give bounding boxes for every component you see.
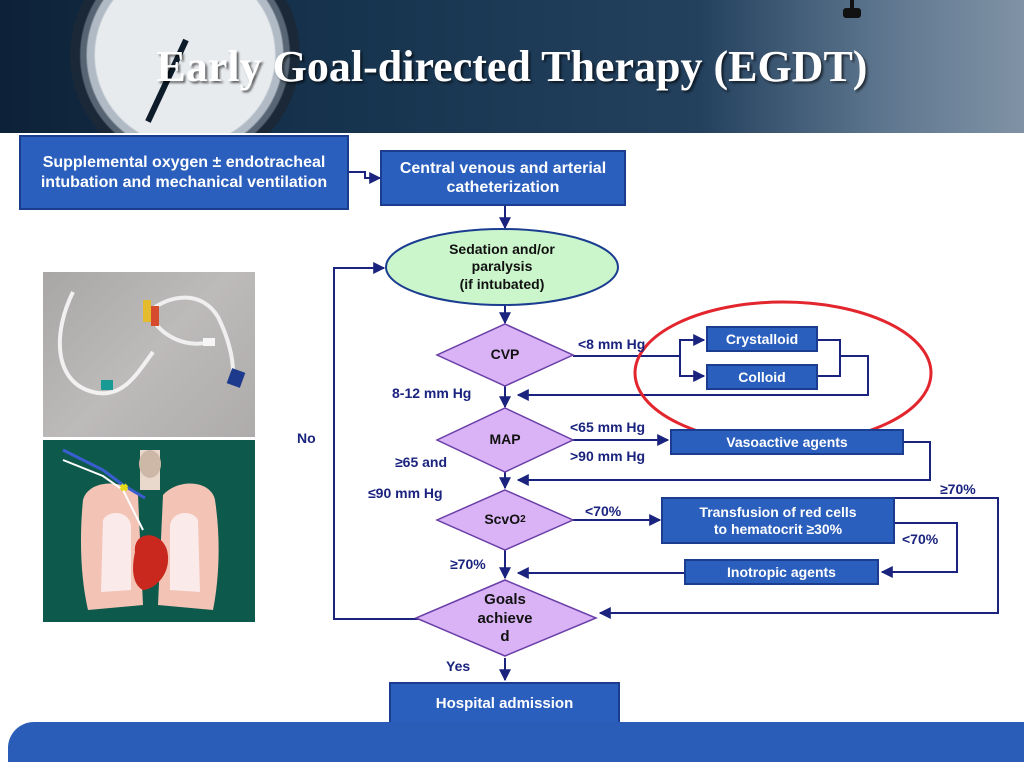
chest-illustration — [43, 440, 255, 622]
cvp-label: CVP — [490, 346, 520, 363]
goals-text: Goals achieve d — [455, 588, 555, 650]
supplemental-oxygen-text: Supplemental oxygen ± endotracheal intub… — [40, 154, 328, 191]
catheterization-text: Central venous and arterial catheterizat… — [399, 159, 607, 196]
arrow-no-loop — [333, 262, 420, 620]
iv-tube-image — [850, 0, 854, 12]
inotropic-agents-text: Inotropic agents — [727, 563, 836, 580]
label-scv-ok: ≥70% — [450, 556, 486, 572]
connector-fluids-join — [818, 339, 841, 377]
cvp-diamond — [435, 323, 575, 387]
goals-text-line2: achieve — [477, 609, 533, 627]
label-no: No — [297, 430, 316, 446]
arrow-vasoactive-return — [516, 441, 931, 486]
colloid-box: Colloid — [706, 364, 818, 390]
header-shine — [700, 0, 1024, 133]
arrow-supplemental-to-catheter — [349, 171, 382, 184]
label-map-ok-2: ≤90 mm Hg — [368, 485, 443, 501]
label-transfusion-ok: ≥70% — [940, 481, 976, 497]
sedation-text-line3: (if intubated) — [459, 275, 545, 292]
supplemental-oxygen-box: Supplemental oxygen ± endotracheal intub… — [19, 135, 349, 210]
scvo2-subscript: 2 — [520, 513, 526, 525]
colloid-text: Colloid — [738, 368, 786, 385]
arrow-fluids-return — [516, 355, 869, 401]
arrow-to-colloid — [679, 356, 706, 382]
goals-diamond — [414, 579, 598, 657]
label-cvp-low: <8 mm Hg — [578, 336, 646, 352]
catheter-photo — [43, 272, 255, 437]
vasoactive-agents-box: Vasoactive agents — [670, 429, 904, 455]
sedation-oval — [385, 228, 619, 306]
arrow-transfusion-to-goals — [598, 497, 999, 619]
label-map-ok-1: ≥65 and — [395, 454, 448, 470]
inotropic-agents-box: Inotropic agents — [684, 559, 879, 585]
transfusion-box: Transfusion of red cells to hematocrit ≥… — [661, 497, 895, 544]
catheterization-box: Central venous and arterial catheterizat… — [380, 150, 626, 206]
cvp-text: CVP — [455, 343, 555, 367]
sedation-text-line1: Sedation and/or — [449, 240, 555, 257]
page-title: Early Goal-directed Therapy (EGDT) — [156, 42, 868, 91]
header-banner: Early Goal-directed Therapy (EGDT) — [0, 0, 1024, 133]
iv-connector-image — [843, 8, 861, 18]
label-cvp-ok: 8-12 mm Hg — [392, 385, 472, 401]
hospital-admission-text: Hospital admission — [435, 695, 574, 712]
scvo2-diamond — [435, 489, 575, 551]
arrow-to-crystalloid — [679, 334, 706, 356]
label-scv-low: <70% — [585, 503, 622, 519]
goals-text-line1: Goals — [484, 590, 526, 608]
map-text: MAP — [455, 428, 555, 452]
label-yes: Yes — [446, 658, 471, 674]
arrow-transfusion-to-inotropic — [880, 522, 958, 578]
sedation-text: Sedation and/or paralysis (if intubated) — [390, 235, 614, 299]
transfusion-text-line1: Transfusion of red cells — [699, 503, 857, 520]
map-diamond — [435, 407, 575, 473]
map-label: MAP — [489, 431, 521, 448]
crystalloid-text: Crystalloid — [725, 330, 799, 347]
label-transfusion-low: <70% — [902, 531, 939, 547]
scvo2-label: ScvO — [484, 511, 521, 528]
sedation-text-line2: paralysis — [471, 258, 533, 275]
label-map-high: >90 mm Hg — [570, 448, 646, 464]
goals-text-line3: d — [500, 628, 510, 646]
vasoactive-agents-text: Vasoactive agents — [726, 433, 848, 450]
label-map-low: <65 mm Hg — [570, 419, 646, 435]
blood-pressure-gauge-image — [70, 0, 300, 133]
transfusion-text-line2: to hematocrit ≥30% — [713, 520, 843, 537]
crystalloid-box: Crystalloid — [706, 326, 818, 352]
footer-bar — [8, 722, 1024, 762]
hospital-admission-box: Hospital admission — [389, 682, 620, 726]
